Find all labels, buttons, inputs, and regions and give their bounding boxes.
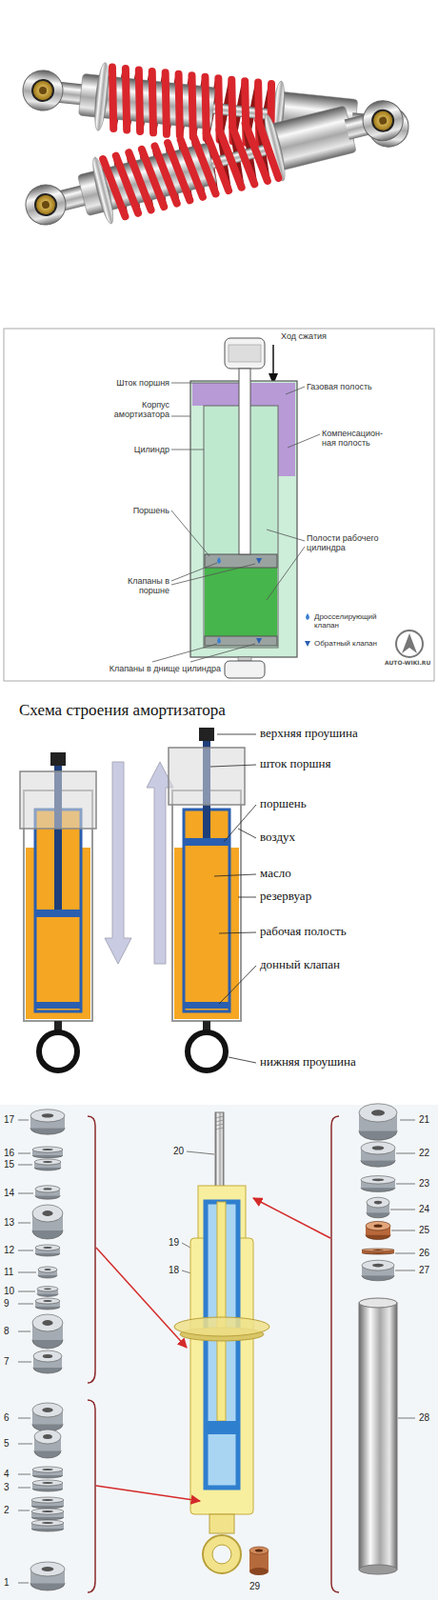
diagram-title: Схема строения амортизатора <box>19 700 226 720</box>
callout-number: 13 <box>3 1216 15 1229</box>
callout-number: 3 <box>3 1481 10 1494</box>
callout-number: 28 <box>418 1412 430 1424</box>
part-label: нижняя проушина <box>259 1055 357 1070</box>
callout-number: 19 <box>168 1236 180 1249</box>
part-label: Клапаны в поршне <box>112 576 170 597</box>
part-label: Поршень <box>64 505 170 516</box>
callout-number: 25 <box>418 1224 430 1236</box>
callout-number: 24 <box>418 1203 430 1215</box>
callout-number: 21 <box>418 1114 430 1126</box>
part-label: Компенсацион- ная полость <box>321 428 391 449</box>
legend-label: Дросселирующий клапан <box>314 612 381 630</box>
callout-number: 27 <box>418 1264 430 1276</box>
part-label: масло <box>259 866 292 881</box>
part-label: Шток поршня <box>64 378 170 388</box>
callout-number: 14 <box>3 1187 15 1199</box>
section-diagram <box>3 328 435 681</box>
legend-label: Обратный клапан <box>314 638 378 648</box>
part-label: воздух <box>259 830 296 845</box>
part-label: донный клапан <box>259 957 340 973</box>
callout-number: 7 <box>3 1355 10 1368</box>
part-label: Полости рабочего цилиндра <box>306 533 393 554</box>
callout-number: 12 <box>3 1244 15 1256</box>
motion-label: Ход сжатия <box>280 331 327 341</box>
exploded-parts-drawing <box>0 1103 438 1600</box>
callout-number: 9 <box>3 1297 10 1310</box>
callout-number: 2 <box>3 1504 10 1516</box>
part-label: шток поршня <box>259 756 332 772</box>
part-label: поршень <box>259 796 307 812</box>
callout-number: 6 <box>3 1412 10 1424</box>
structure-diagram <box>19 727 257 1071</box>
callout-number: 5 <box>3 1437 10 1450</box>
callout-number: 16 <box>3 1147 15 1159</box>
callout-number: 1 <box>3 1576 10 1589</box>
callout-number: 22 <box>418 1147 430 1159</box>
callout-number: 4 <box>3 1468 10 1480</box>
callout-number: 8 <box>3 1325 10 1337</box>
watermark: AUTO-WIKI.RU <box>384 659 431 667</box>
shock-absorber-photo <box>18 54 413 243</box>
part-label: Корпус амортизатора <box>93 399 170 420</box>
callout-number: 11 <box>3 1266 14 1278</box>
callout-number: 17 <box>3 1114 15 1126</box>
callout-number: 18 <box>168 1264 180 1276</box>
callout-number: 15 <box>3 1158 15 1171</box>
part-label: Газовая полость <box>306 381 373 392</box>
callout-number: 10 <box>3 1285 15 1297</box>
part-label: рабочая полость <box>259 924 347 939</box>
part-label: верхняя проушина <box>259 726 359 741</box>
callout-number: 29 <box>249 1580 260 1593</box>
part-label: резервуар <box>259 889 312 904</box>
callout-number: 20 <box>173 1145 184 1157</box>
callout-number: 23 <box>418 1177 430 1190</box>
callout-number: 26 <box>418 1247 430 1259</box>
part-label: Клапаны в днище цилиндра <box>59 663 221 674</box>
part-label: Цилиндр <box>64 444 170 455</box>
